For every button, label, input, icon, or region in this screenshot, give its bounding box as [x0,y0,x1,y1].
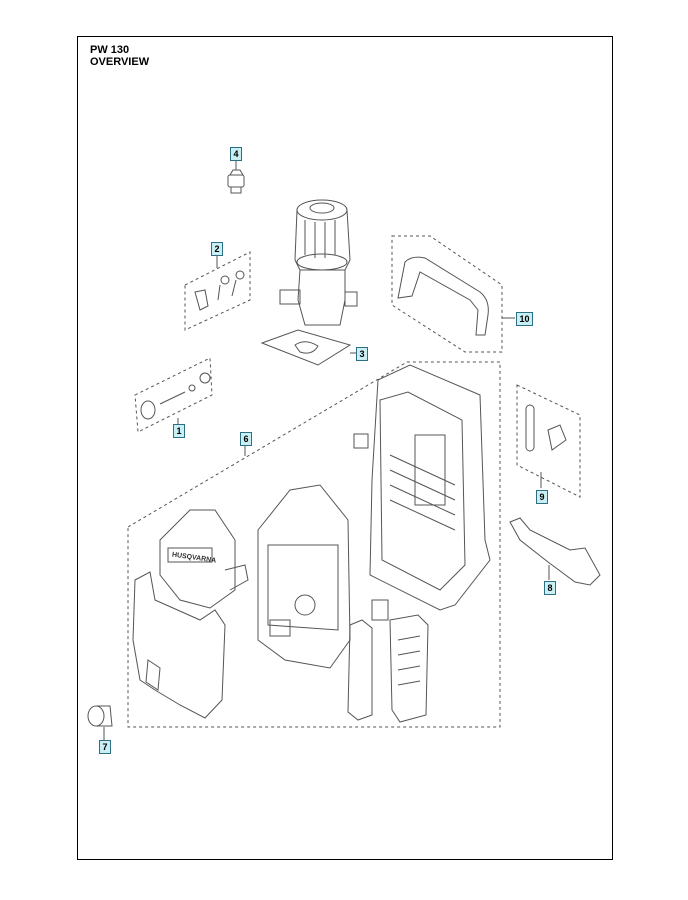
page-frame [77,36,613,860]
logo-text: HUSQVARNA [171,552,216,565]
part-10-handle-group [391,235,515,353]
motor-pump-unit [279,199,358,326]
part-9-hardware-group [516,384,581,498]
part-1-valve-group [134,357,213,433]
callout-10: 10 [516,312,533,326]
part-6-housing-group [127,361,501,728]
part-2-bracket-group [184,251,251,331]
callout-9: 9 [536,490,548,504]
callout-3: 3 [356,347,368,361]
page-title: PW 130 OVERVIEW [90,44,149,68]
part-7-nozzle [87,705,113,740]
model-name: PW 130 [90,44,130,56]
part-3-base-plate [260,329,358,366]
callout-7: 7 [99,740,111,754]
callout-6: 6 [240,432,252,446]
callout-1: 1 [173,424,185,438]
callout-8: 8 [544,581,556,595]
section-name: OVERVIEW [90,56,150,68]
part-8-side-bracket [509,517,601,586]
part-4-switch [227,160,245,194]
callout-2: 2 [211,242,223,256]
callout-4: 4 [230,147,242,161]
